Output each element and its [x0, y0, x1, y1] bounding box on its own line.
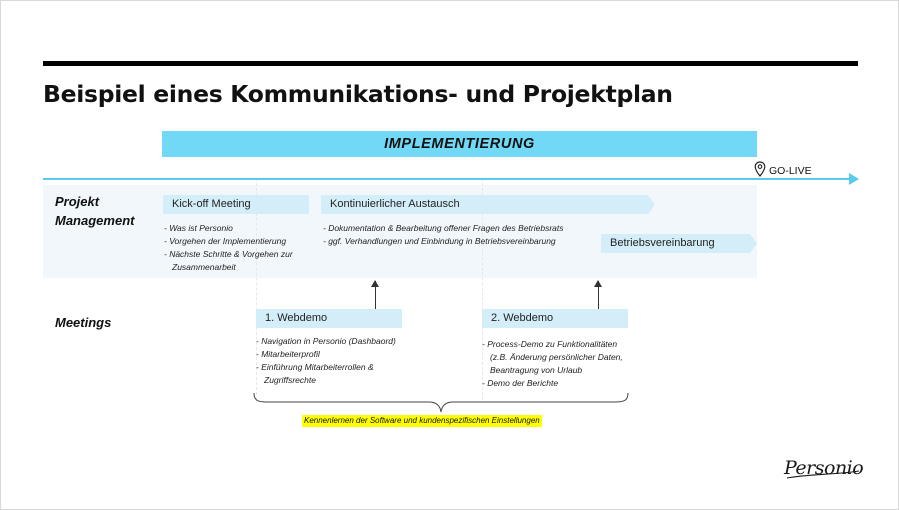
list-item: - Nächste Schritte & Vorgehen zur — [164, 249, 293, 259]
arrow-up-icon — [371, 280, 379, 309]
title-rule — [43, 61, 858, 66]
row-label-meetings: Meetings — [55, 315, 112, 330]
implementation-phase-bar: IMPLEMENTIERUNG — [162, 131, 757, 157]
list-item: - Einführung Mitarbeiterrollen & — [256, 362, 374, 372]
webdemo-1-bullets: - Navigation in Personio (Dashbaord) - M… — [256, 335, 396, 387]
list-item: - Navigation in Personio (Dashbaord) — [256, 336, 396, 346]
kickoff-meeting-box: Kick-off Meeting — [163, 195, 309, 214]
list-item: Zusammenarbeit — [172, 262, 236, 272]
list-item: - Process-Demo zu Funktionalitäten — [482, 339, 618, 349]
continuous-exchange-box: Kontinuierlicher Austausch — [321, 195, 655, 214]
list-item: - Dokumentation & Bearbeitung offener Fr… — [323, 223, 564, 233]
timeline-arrowhead — [849, 173, 859, 185]
webdemo-2-box: 2. Webdemo — [482, 309, 628, 328]
timeline-axis — [43, 178, 851, 180]
list-item: - ggf. Verhandlungen und Einbindung in B… — [323, 236, 556, 246]
row-label-project-management: Projekt Management — [55, 194, 135, 228]
logo-text: Personio — [783, 457, 863, 479]
curly-brace — [253, 392, 629, 413]
arrow-up-icon — [594, 280, 602, 309]
list-item: Zugriffsrechte — [264, 375, 316, 385]
guide-line — [482, 178, 483, 400]
kickoff-bullets: - Was ist Personio - Vorgehen der Implem… — [164, 222, 293, 274]
go-live-label: GO-LIVE — [769, 165, 812, 177]
webdemo-1-box: 1. Webdemo — [256, 309, 402, 328]
list-item: - Mitarbeiterprofil — [256, 349, 320, 359]
list-item: - Was ist Personio — [164, 223, 233, 233]
location-pin-icon — [754, 161, 766, 177]
slide-title: Beispiel eines Kommunikations- und Proje… — [43, 80, 673, 108]
list-item: - Demo der Berichte — [482, 378, 559, 388]
continuous-exchange-bullets: - Dokumentation & Bearbeitung offener Fr… — [323, 222, 564, 248]
works-agreement-box: Betriebsvereinbarung — [601, 234, 757, 253]
list-item: - Vorgehen der Implementierung — [164, 236, 287, 246]
brace-caption: Kennenlernen der Software und kundenspez… — [302, 415, 542, 427]
webdemo-2-bullets: - Process-Demo zu Funktionalitäten (z.B.… — [482, 338, 623, 390]
guide-line — [256, 178, 257, 400]
personio-logo: Personio — [783, 457, 863, 479]
list-item: (z.B. Änderung persönlicher Daten, — [490, 352, 623, 362]
list-item: Beantragung von Urlaub — [490, 365, 583, 375]
